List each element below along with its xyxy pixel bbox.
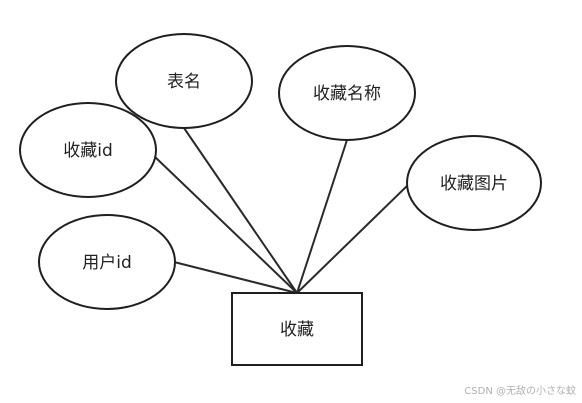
- entity-favorite: 收藏: [231, 292, 363, 366]
- attribute-label: 表名: [167, 72, 201, 92]
- attribute-user-id: 用户id: [38, 214, 176, 310]
- link-table-name: [183, 127, 298, 294]
- attribute-label: 收藏图片: [440, 174, 508, 194]
- entity-label: 收藏: [280, 320, 314, 340]
- attribute-label: 收藏id: [63, 141, 113, 161]
- watermark-text: CSDN @无敌の小さな蚊: [464, 386, 576, 397]
- link-user-id: [173, 261, 298, 294]
- link-favorite-image: [296, 184, 409, 294]
- attribute-favorite-id: 收藏id: [19, 102, 157, 198]
- attribute-label: 用户id: [82, 253, 132, 273]
- attribute-favorite-image: 收藏图片: [406, 135, 542, 231]
- attribute-favorite-name: 收藏名称: [278, 45, 416, 141]
- connection-lines: [153, 127, 409, 294]
- attribute-table-name: 表名: [115, 33, 253, 129]
- link-favorite-id: [153, 155, 298, 294]
- link-favorite-name: [296, 139, 348, 294]
- attribute-label: 收藏名称: [313, 84, 381, 104]
